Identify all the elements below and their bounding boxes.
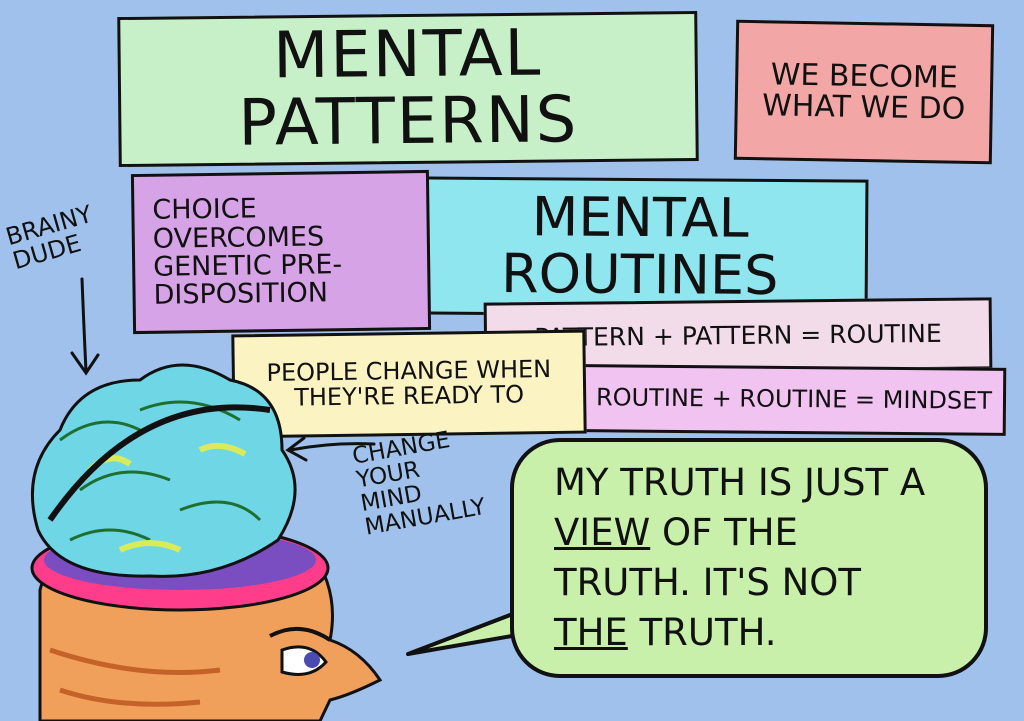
brainy-dude-label: BRAINY DUDE: [3, 196, 123, 275]
left-arrow-icon: [285, 436, 376, 462]
truth-view-word: VIEW: [554, 511, 651, 555]
choice-text: CHOICE OVERCOMES GENETIC PRE- DISPOSITIO…: [152, 193, 343, 312]
down-arrow-icon: [70, 277, 100, 376]
title-panel: MENTAL PATTERNS: [117, 10, 699, 168]
truth-speech-bubble: MY TRUTH IS JUST A VIEW OF THE TRUTH. IT…: [510, 438, 988, 678]
slogan-text: WE BECOME WHAT WE DO: [761, 56, 966, 127]
slogan-panel: WE BECOME WHAT WE DO: [733, 19, 995, 165]
brainy-dude-illustration: [30, 363, 383, 721]
routine-equation-panel: ROUTINE + ROUTINE = MINDSET: [581, 364, 1007, 436]
pattern-equation-text: PATTERN + PATTERN = ROUTINE: [534, 318, 942, 353]
truth-the-word: THE: [554, 610, 628, 654]
truth-part-1: MY TRUTH IS JUST A: [554, 461, 926, 505]
routines-text: MENTAL ROUTINES: [500, 185, 779, 307]
truth-part-2: OF THE TRUTH. IT'S NOT: [554, 511, 862, 604]
routines-panel: MENTAL ROUTINES: [411, 176, 869, 318]
title-text: MENTAL PATTERNS: [238, 16, 579, 161]
truth-part-3: TRUTH.: [627, 610, 777, 654]
brainy-dude-text: BRAINY DUDE: [2, 199, 96, 276]
routine-equation-text: ROUTINE + ROUTINE = MINDSET: [595, 383, 993, 416]
truth-text: MY TRUTH IS JUST A VIEW OF THE TRUTH. IT…: [554, 458, 944, 658]
choice-panel: CHOICE OVERCOMES GENETIC PRE- DISPOSITIO…: [130, 169, 432, 335]
